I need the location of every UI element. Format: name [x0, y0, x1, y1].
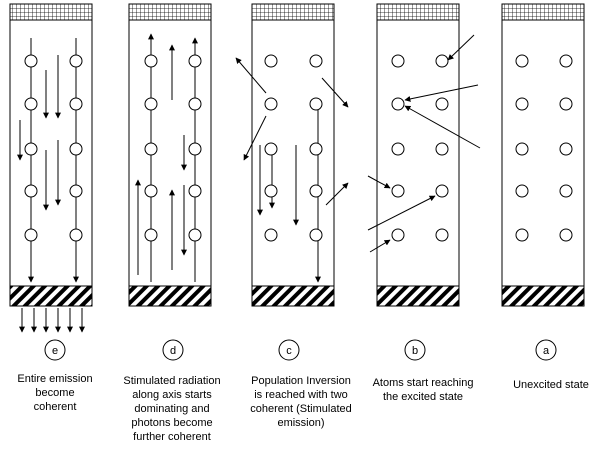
panel-letter: e: [52, 345, 58, 357]
partial-mirror: [251, 285, 335, 307]
atoms: [264, 54, 323, 242]
panel-label-circle: [44, 339, 66, 361]
partial-mirror: [9, 285, 93, 307]
photon-arrows: [367, 34, 481, 253]
panel-d: d: [128, 3, 212, 361]
photon-arrows: [135, 33, 198, 282]
atoms: [515, 54, 573, 242]
full-mirror: [9, 3, 93, 21]
atoms: [144, 54, 202, 242]
panel-label-circle: [278, 339, 300, 361]
panel-a: a: [501, 3, 585, 361]
panel-c: c: [235, 3, 349, 361]
atoms: [391, 54, 449, 242]
caption-a: Unexcited state: [513, 379, 589, 391]
caption-d: Stimulated radiation along axis starts d…: [123, 375, 221, 443]
partial-mirror: [501, 285, 585, 307]
partial-mirror: [128, 285, 212, 307]
atoms: [24, 54, 83, 242]
full-mirror: [251, 3, 335, 21]
photon-arrows: [235, 57, 349, 283]
panel-letter: a: [543, 345, 550, 357]
panel-letter: c: [286, 345, 292, 357]
panel-e: e: [9, 3, 93, 361]
panel-letter: b: [412, 345, 418, 357]
panel-label-circle: [162, 339, 184, 361]
panel-label-circle: [535, 339, 557, 361]
caption-e: Entire emission become coherent: [17, 373, 93, 413]
panel-b: b: [367, 3, 481, 361]
partial-mirror: [376, 285, 460, 307]
caption-b: Atoms start reaching the excited state: [372, 377, 474, 403]
caption-c: Population Inversion is reached with two…: [250, 375, 352, 429]
full-mirror: [376, 3, 460, 21]
panel-label-circle: [404, 339, 426, 361]
full-mirror: [128, 3, 212, 21]
full-mirror: [501, 3, 585, 21]
panel-letter: d: [170, 345, 176, 357]
photon-arrows: [17, 38, 85, 333]
